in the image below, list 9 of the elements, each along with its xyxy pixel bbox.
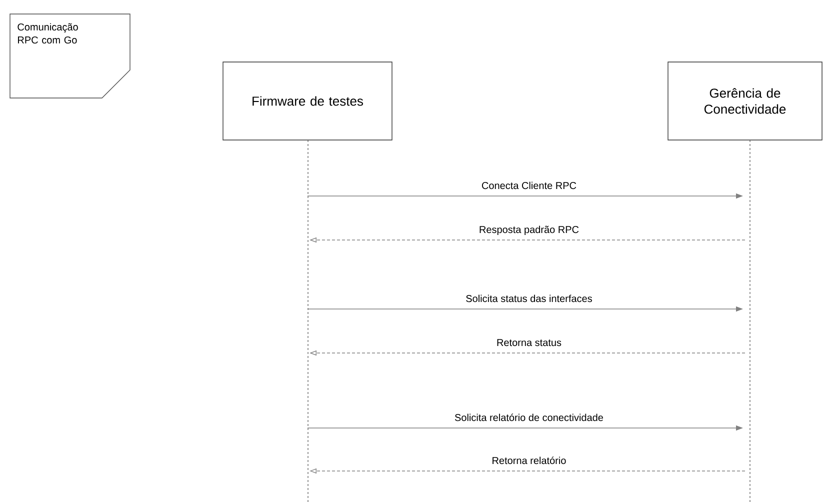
edge-label: Retorna status xyxy=(495,338,563,348)
edge-label: Resposta padrão RPC xyxy=(478,224,580,236)
note-box: Comunicação RPC com Go xyxy=(10,14,130,98)
edge-label: Solicita relatório de conectividade xyxy=(454,412,604,422)
edge-label: Retorna relatório xyxy=(490,456,568,466)
edge-label: Conecta Cliente RPC xyxy=(480,180,578,190)
edge-label: Solicita status das interfaces xyxy=(464,294,594,304)
participant-box: Firmware de testes xyxy=(222,62,392,140)
participant-box: Gerência de Conectividade xyxy=(668,62,822,140)
